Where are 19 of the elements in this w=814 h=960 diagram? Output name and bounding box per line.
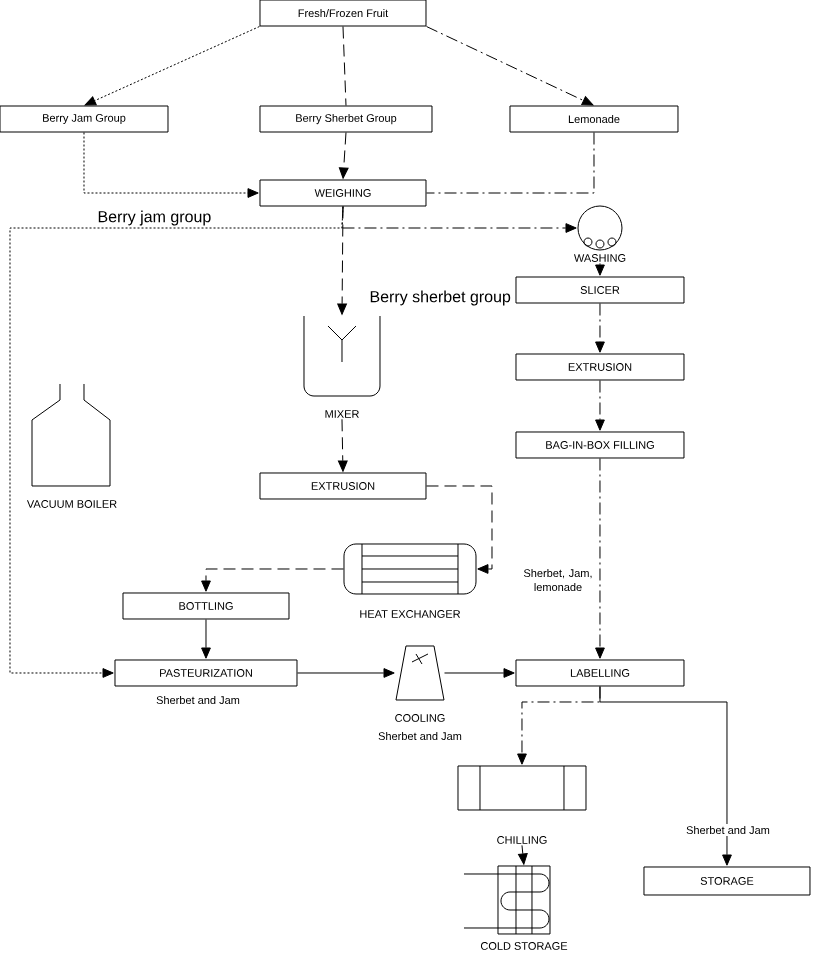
flow-note: Berry jam group: [98, 210, 211, 226]
arrow: [599, 686, 732, 866]
arrow: [338, 132, 349, 179]
arrow: [595, 458, 605, 659]
arrow: [337, 206, 347, 315]
arrow: [297, 668, 395, 678]
arrow: [201, 568, 344, 592]
arrow: [595, 380, 605, 431]
arrow: [337, 418, 348, 472]
arrow: [518, 844, 528, 865]
flow-note: Berry sherbet group: [370, 290, 511, 306]
arrow: [201, 619, 211, 659]
arrow: [84, 26, 260, 106]
arrow: [444, 668, 515, 678]
arrow: [426, 26, 594, 106]
arrow: [426, 485, 493, 574]
arrow: [595, 303, 605, 353]
arrow: [595, 262, 605, 276]
arrow: [83, 132, 259, 198]
